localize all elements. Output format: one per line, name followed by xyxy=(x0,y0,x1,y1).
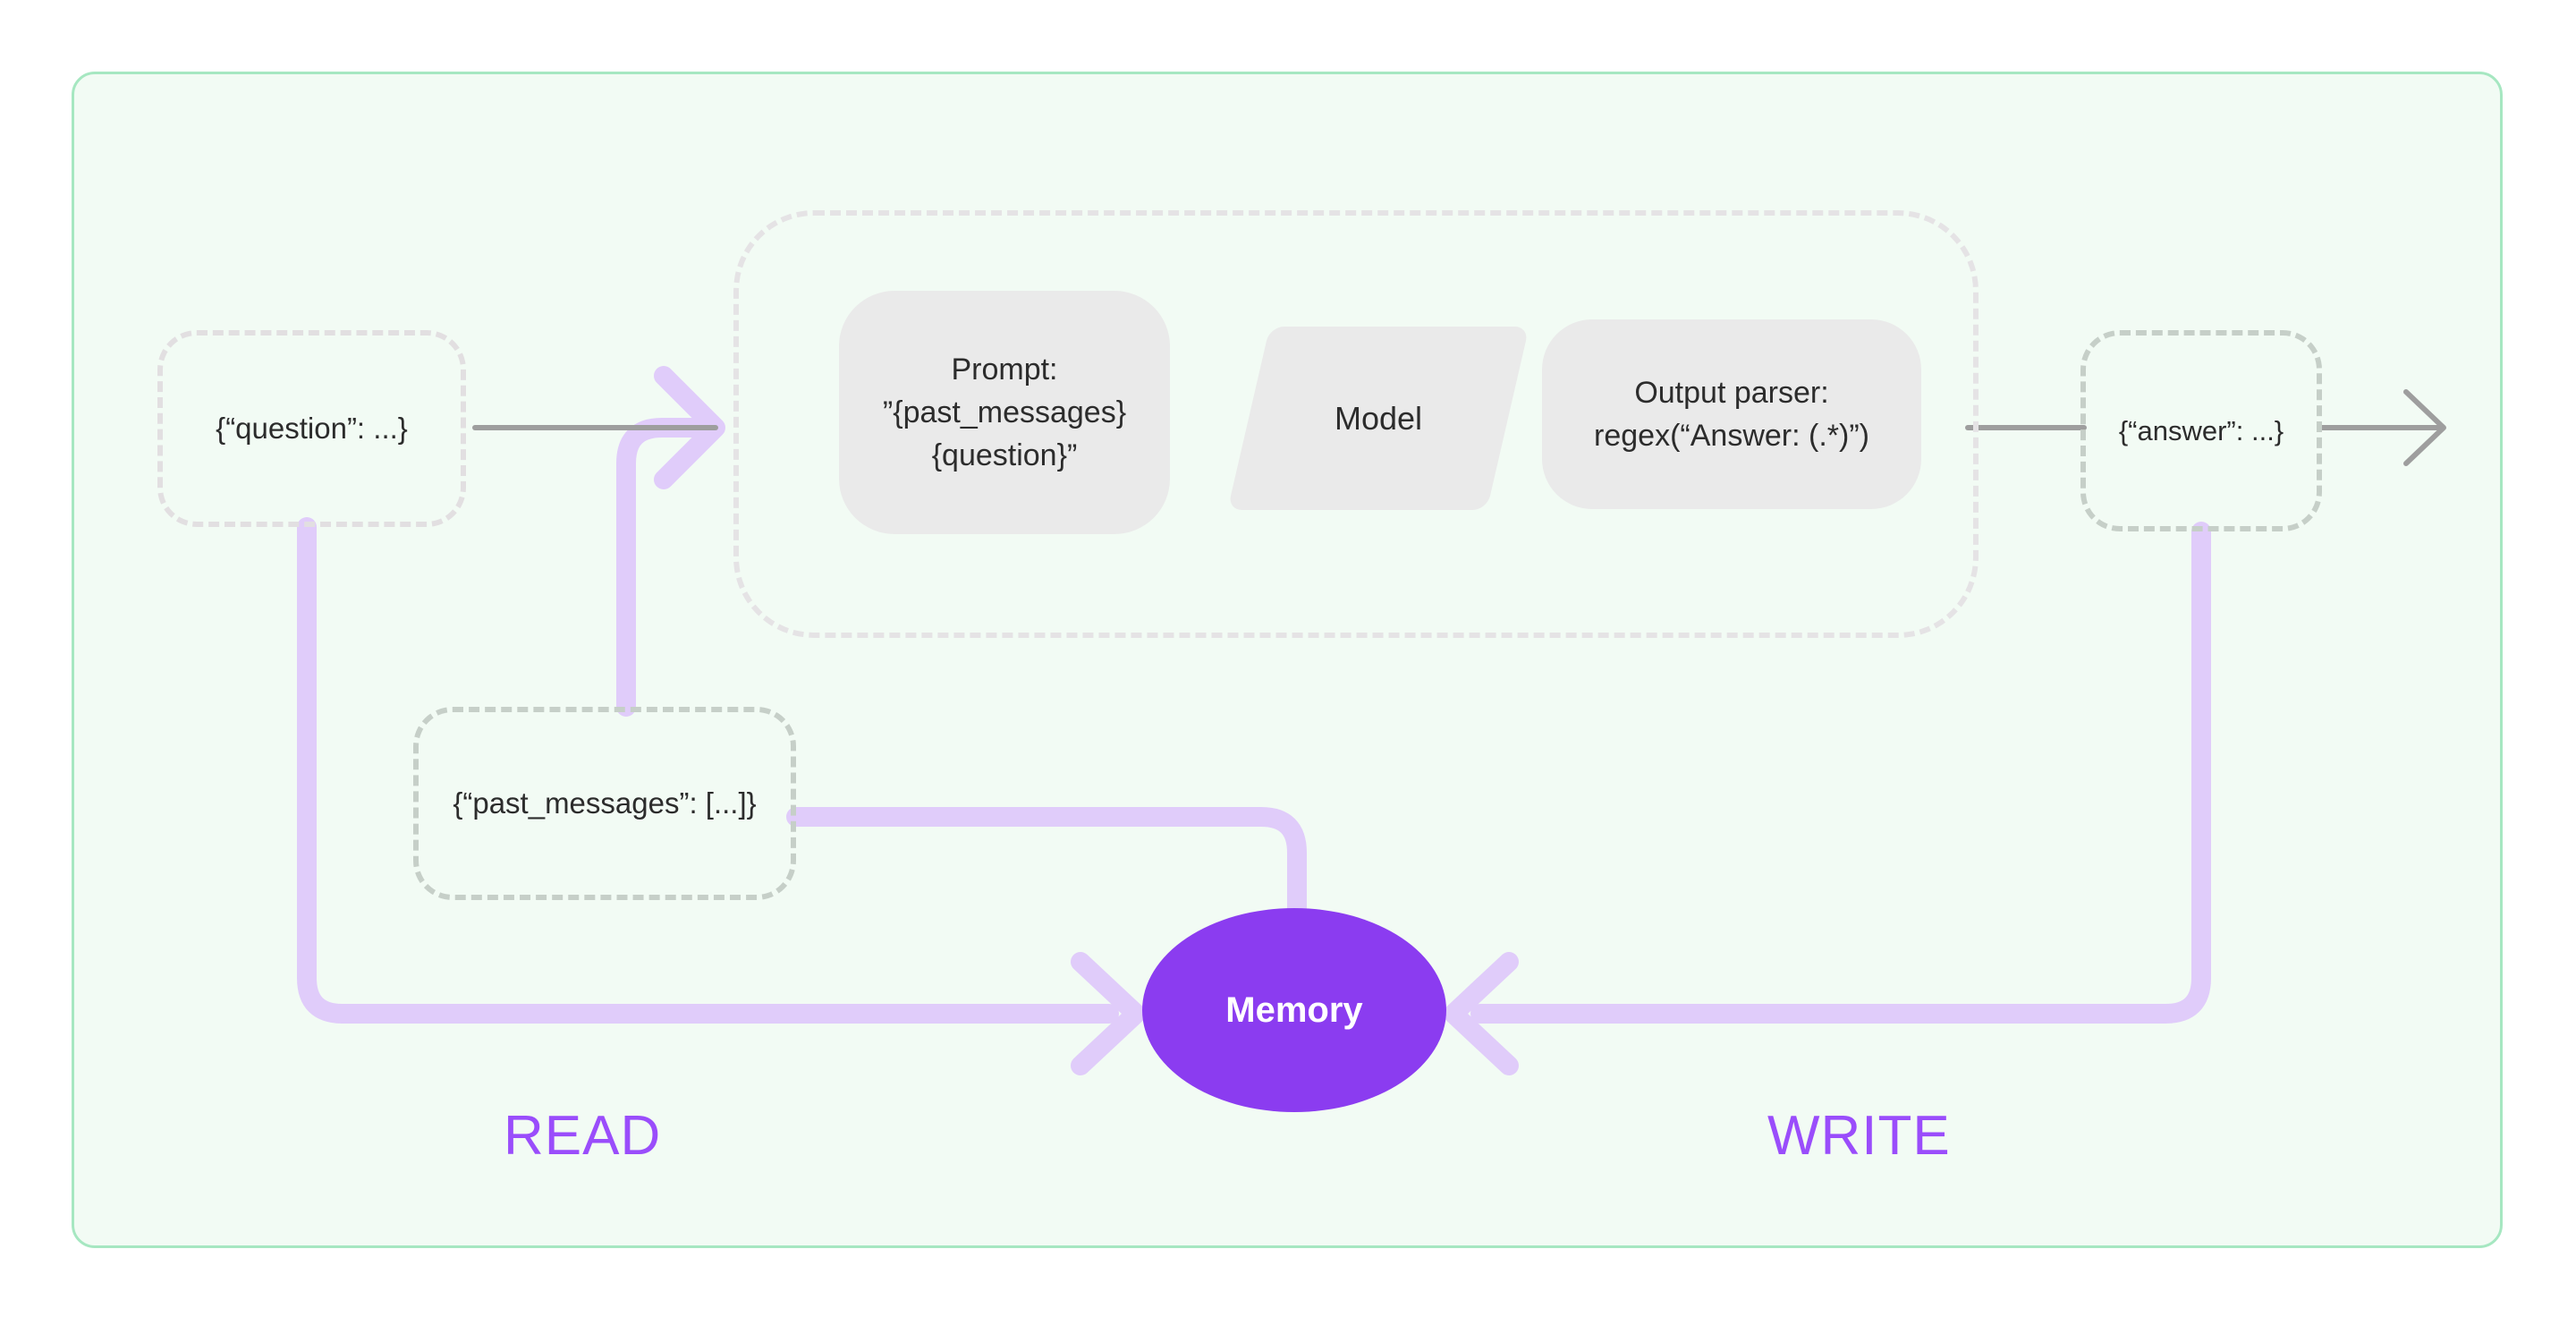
node-question-label: {“question”: ...} xyxy=(216,412,408,445)
block-output-parser[interactable]: Output parser: regex(“Answer: (.*)”) xyxy=(1542,319,1921,509)
block-model[interactable]: Model xyxy=(1227,327,1530,510)
block-prompt[interactable]: Prompt: ”{past_messages} {question}” xyxy=(839,291,1170,534)
node-past-messages-label: {“past_messages”: [...]} xyxy=(453,786,757,820)
node-question[interactable]: {“question”: ...} xyxy=(157,330,466,527)
block-model-label: Model xyxy=(1334,399,1423,437)
parser-line-2: regex(“Answer: (.*)”) xyxy=(1594,419,1869,453)
chain-container xyxy=(733,210,1979,638)
prompt-line-3: {question}” xyxy=(931,438,1078,473)
block-prompt-text: Prompt: ”{past_messages} {question}” xyxy=(883,348,1126,478)
memory-node[interactable]: Memory xyxy=(1142,908,1446,1112)
node-past-messages[interactable]: {“past_messages”: [...]} xyxy=(413,707,796,900)
node-answer-label: {“answer”: ...} xyxy=(2118,414,2284,446)
block-output-parser-text: Output parser: regex(“Answer: (.*)”) xyxy=(1594,371,1869,458)
prompt-line-2: ”{past_messages} xyxy=(882,395,1127,429)
read-label: READ xyxy=(504,1105,662,1167)
node-answer[interactable]: {“answer”: ...} xyxy=(2080,330,2322,531)
memory-label: Memory xyxy=(1225,990,1363,1030)
prompt-line-1: Prompt: xyxy=(951,352,1058,387)
write-label: WRITE xyxy=(1767,1105,1951,1167)
parser-line-1: Output parser: xyxy=(1634,375,1829,410)
